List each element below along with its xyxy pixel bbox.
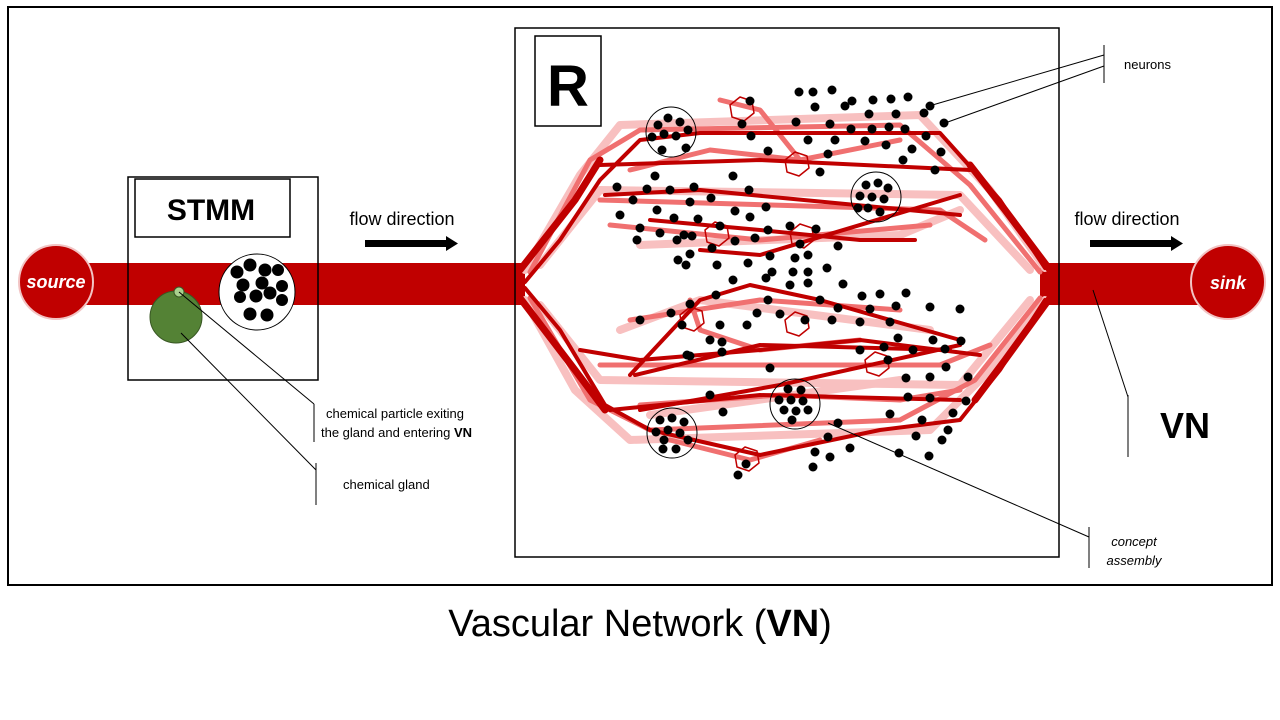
neurons — [612, 85, 973, 480]
vessel-network — [516, 96, 1054, 472]
stmm-label-box — [134, 178, 291, 238]
concept-assembly-label-line1: concept — [1111, 534, 1158, 549]
source-label: source — [26, 272, 85, 292]
diagram-caption: Vascular Network (VN) — [448, 603, 832, 645]
concept-assembly-label-line2: assembly — [1107, 553, 1163, 568]
flow-direction-left: flow direction — [349, 209, 454, 229]
particle-label-line2: the gland and entering VN — [321, 425, 472, 440]
gland-label: chemical gland — [343, 477, 430, 492]
vn-label: VN — [1160, 405, 1210, 446]
r-label: R — [547, 54, 589, 119]
flow-arrow-left — [365, 236, 458, 251]
flow-direction-right: flow direction — [1074, 209, 1179, 229]
particle-label-line1: chemical particle exiting — [326, 406, 464, 421]
stmm-label: STMM — [167, 194, 255, 227]
source-node — [18, 244, 94, 320]
r-label-box — [534, 35, 602, 127]
stmm-box — [127, 176, 319, 381]
flow-arrow-right — [1090, 236, 1183, 251]
sink-label: sink — [1210, 273, 1247, 293]
concept-assembly-bottom-center — [769, 378, 821, 430]
sink-node — [1190, 244, 1266, 320]
stmm-neuron-cluster — [218, 253, 296, 331]
callout-lines — [178, 45, 1129, 568]
diagram-frame — [7, 6, 1273, 586]
chemical-gland — [149, 290, 203, 344]
neurons-label: neurons — [1124, 57, 1171, 72]
r-box — [514, 27, 1060, 558]
concept-assembly-top-right — [850, 171, 902, 223]
concept-assembly-bottom-left — [646, 407, 698, 459]
concept-assembly-top-left — [645, 106, 697, 158]
